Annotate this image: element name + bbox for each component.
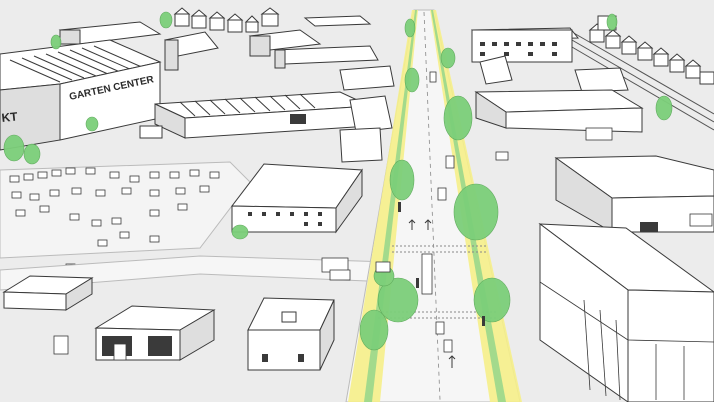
sawtooth-factory: [154, 91, 393, 139]
tree-icon: [404, 67, 420, 93]
car-icon: [445, 155, 455, 169]
lane-arrow-icon: [448, 355, 456, 368]
tree-icon: [23, 143, 41, 165]
traffic-lights: [398, 202, 485, 326]
warehouse-right: [474, 89, 644, 133]
tree-icon: [159, 11, 173, 29]
tree-icon: [473, 277, 511, 323]
tree-icon: [404, 18, 416, 38]
lane-arrow-icon: [424, 219, 432, 230]
lane-arrow-icon: [408, 219, 416, 230]
kiosk: [139, 125, 163, 139]
railway: [559, 31, 714, 131]
window-grid-top-right: [480, 42, 557, 56]
tree-icon: [453, 183, 499, 241]
car-icon: [495, 151, 509, 161]
background-buildings: [58, 15, 629, 93]
bus-icon: [421, 253, 433, 295]
building-bottom-left: [94, 305, 216, 361]
car-icon: [437, 187, 447, 201]
building-center-large: [231, 163, 363, 234]
tree-icon: [443, 95, 473, 141]
highlight-left-lane: [348, 10, 418, 402]
traffic-light-icon: [482, 316, 485, 326]
lane-arrows: [408, 219, 456, 368]
tree-icon: [655, 95, 673, 121]
tree-icon: [377, 277, 419, 323]
multi-storey-building: [538, 223, 714, 402]
residential-houses-right: [588, 23, 714, 85]
street-vehicles: [53, 71, 713, 361]
tree-icon: [606, 13, 618, 31]
car-icon: [435, 321, 445, 335]
tree-icon: [85, 116, 99, 132]
car-icon: [443, 339, 453, 353]
residential-houses-left: [173, 7, 280, 33]
tree-icon: [389, 159, 415, 201]
car-icon: [429, 71, 437, 83]
car-icon: [113, 343, 127, 361]
car-icon: [329, 269, 351, 281]
truck-icon: [585, 127, 613, 141]
car-icon: [53, 335, 69, 355]
industrial-building-right: [554, 155, 714, 233]
tree-icon: [440, 47, 456, 69]
truck-icon: [689, 213, 713, 227]
parking-lot: [0, 161, 251, 259]
traffic-light-icon: [398, 202, 401, 212]
traffic-light-icon: [416, 278, 419, 288]
garden-center-building: GARTEN CENTER KT: [0, 39, 162, 151]
tree-icon: [231, 224, 249, 240]
tree-icon: [3, 134, 25, 162]
car-icon: [375, 261, 391, 273]
small-building-bottom-left: [2, 275, 94, 311]
small-building-center: [339, 127, 383, 163]
tree-icon: [359, 309, 389, 351]
tree-icon: [50, 34, 62, 50]
building-bottom-center: [247, 297, 335, 371]
market-sign: KT: [1, 109, 19, 125]
